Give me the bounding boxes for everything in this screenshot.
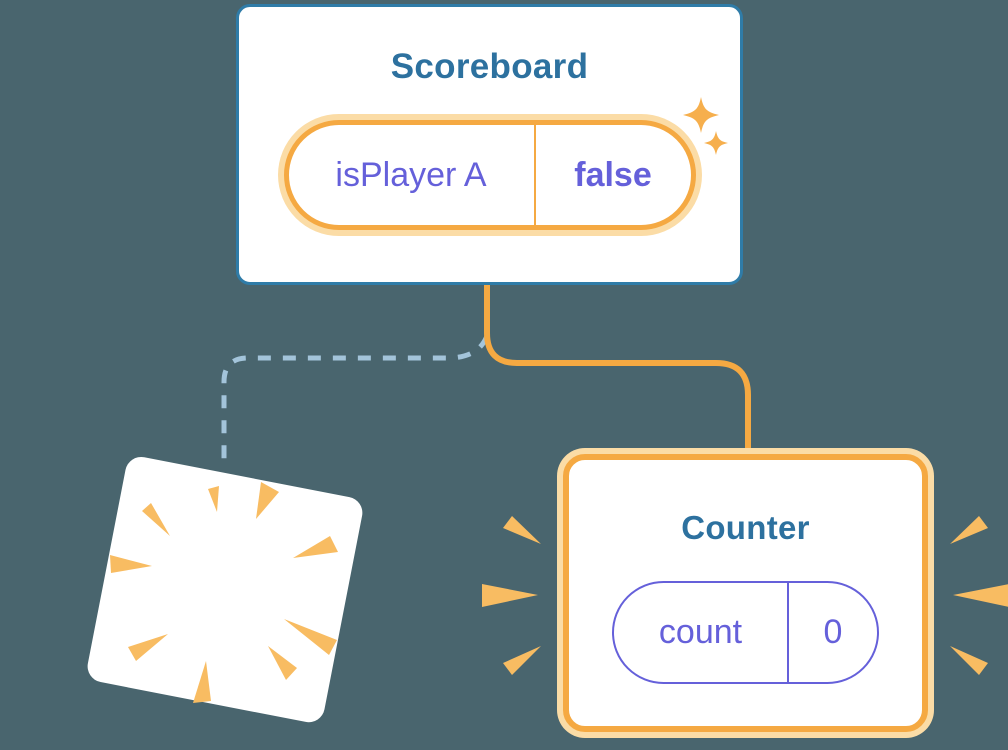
- burst-wedge: [953, 584, 1008, 607]
- poof-wedge: [142, 503, 170, 536]
- state-pill-divider: [533, 125, 536, 226]
- poof-wedge: [256, 482, 279, 519]
- counter-card: Counter count 0: [563, 454, 928, 732]
- poof-wedge: [268, 646, 297, 680]
- burst-lines-right-icon: [950, 516, 1008, 675]
- poof-wedge: [293, 536, 338, 558]
- poof-wedge: [208, 486, 219, 512]
- count-pill-value: 0: [823, 612, 843, 651]
- burst-lines-left-icon: [482, 516, 541, 675]
- connector-dashed-line: [221, 334, 490, 462]
- poof-wedge: [284, 619, 337, 655]
- poof-burst-icon: [110, 482, 338, 703]
- poof-wedge: [110, 555, 152, 573]
- poof-wedge: [193, 661, 211, 703]
- destroyed-card: [87, 456, 363, 723]
- state-pill: isPlayer A false: [283, 120, 696, 231]
- destroyed-card-body: [87, 456, 363, 723]
- counter-title: Counter: [681, 509, 810, 546]
- state-pill-label: isPlayer A: [335, 155, 487, 194]
- burst-wedge: [482, 584, 538, 607]
- connector-solid-line: [484, 283, 751, 458]
- burst-wedge: [950, 646, 988, 675]
- burst-wedge: [950, 516, 988, 544]
- scoreboard-card: Scoreboard isPlayer A false: [236, 4, 743, 285]
- burst-wedge: [503, 646, 541, 675]
- scoreboard-title: Scoreboard: [390, 47, 589, 86]
- count-pill: count 0: [612, 580, 879, 684]
- burst-wedge: [503, 516, 541, 544]
- state-pill-value: false: [574, 155, 652, 194]
- poof-wedge: [128, 634, 168, 661]
- count-pill-label: count: [658, 612, 743, 651]
- count-pill-divider: [787, 582, 789, 682]
